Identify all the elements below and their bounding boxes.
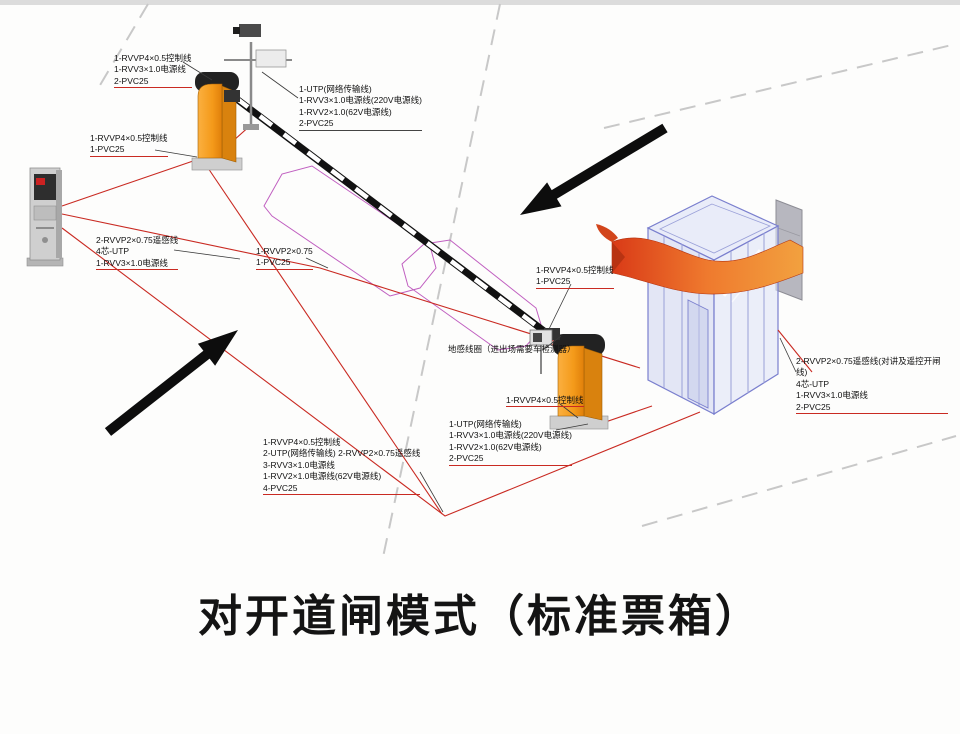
pole-base [243,124,259,130]
cable-label-line: 2-RVVP2×0.75遥感线(对讲及遥控开闸线) [796,356,941,378]
cable-label-line: 1-RVV2×1.0(62V电源线) [299,106,392,117]
cable-label-line: 1-RVVP4×0.5控制线 [506,395,584,408]
cable-reader-to-barrier1 [61,159,197,207]
ribbon-fold [612,242,625,273]
label-camera-cables: 1-UTP(网络传输线) 1-RVV3×1.0电源线(220V电源线) 1-RV… [299,84,422,131]
cable-label-line: 4-PVC25 [263,483,421,496]
cable-label-line: 2-UTP(网络传输线) 2-RVVP2×0.75遥感线 [263,448,421,459]
reader-button [42,237,48,243]
label-ground-loop-note: 地感线圈（进出场需要车检测器） [448,344,576,355]
cable-label-line: 1-RVVP4×0.5控制线 [114,53,192,63]
direction-arrows [104,123,668,436]
cable-label-line: 3-RVV3×1.0电源线 [263,459,335,470]
island-outline-2 [401,239,543,351]
booth-door [687,299,709,409]
cable-label-line: 2-PVC25 [449,453,572,466]
barrier-gate-1 [191,72,243,171]
cable-label-line: 1-PVC25 [536,276,614,289]
cable-label-line: 1-RVV3×1.0电源线 [114,64,186,75]
cable-label-line: 1-RVV3×1.0电源线(220V电源线) [449,430,572,441]
leader-lines [154,61,797,513]
cable-label-line: 1-UTP(网络传输线) [449,419,522,429]
cable-label-line: 1-RVV3×1.0电源线(220V电源线) [299,95,422,106]
cable-label-line: 1-RVVP4×0.5控制线 [536,265,614,275]
cable-label-line: 4芯-UTP [96,246,130,257]
cable-label-line: 1-RVV3×1.0电源线 [796,390,868,401]
reader-screen [34,174,56,200]
label-barrier2-control-cable: 1-RVVP4×0.5控制线 [506,395,584,408]
reader-indicator [36,178,45,185]
barrier1-arm-hinge [224,90,240,102]
label-card-reader-cables: 1-RVVP4×0.5控制线 1-PVC25 [90,133,168,157]
cable-lower-trunk [61,227,701,517]
label-barrier1-top-cables: 1-RVVP4×0.5控制线 1-RVV3×1.0电源线 2-PVC25 [114,53,192,89]
label-left-middle-cables: 2-RVVP2×0.75遥感线 4芯-UTP 1-RVV3×1.0电源线 [96,235,179,271]
label-barrier2-bottom-cables: 1-UTP(网络传输线) 1-RVV3×1.0电源线(220V电源线) 1-RV… [449,419,572,466]
red-ribbon [596,224,804,295]
label-barrier2-top-cables: 1-RVVP4×0.5控制线 1-PVC25 [536,265,614,289]
cable-booth-to-right-labels [777,329,813,373]
arrow-outbound [104,330,239,436]
camera-lens [233,27,240,34]
cable-label-line: 1-RVV2×1.0电源线(62V电源线) [263,471,382,482]
reader-keypad [33,205,57,221]
ticket-booth [646,195,780,416]
cable-label-line: 1-RVVP2×0.75 [256,246,313,256]
gate-arm [231,94,551,337]
cable-label-line: 2-PVC25 [299,118,422,131]
road-markings [95,3,957,563]
cable-label-line: 1-PVC25 [256,257,313,270]
label-booth-right-cables: 2-RVVP2×0.75遥感线(对讲及遥控开闸线) 4芯-UTP 1-RVV3×… [796,356,948,415]
camera-pole [224,24,292,130]
fill-light-box [255,49,287,68]
cable-label-line: 地感线圈（进出场需要车检测器） [448,344,576,354]
page-top-edge [0,0,960,5]
barrier-gate-2 [544,328,609,430]
diagram-title: 对开道闸模式（标准票箱） [198,592,762,641]
cable-label-line: 1-RVV2×1.0(62V电源线) [449,441,542,452]
label-bottom-trunk-cables: 1-RVVP4×0.5控制线 2-UTP(网络传输线) 2-RVVP2×0.75… [263,437,421,496]
cable-label-line: 1-RVV3×1.0电源线 [96,258,179,271]
card-reader [26,167,64,267]
cable-label-line: 1-PVC25 [90,144,168,157]
island-outline-1 [263,165,437,297]
cable-label-line: 1-RVVP4×0.5控制线 [263,437,341,447]
cable-label-line: 1-RVVP4×0.5控制线 [90,133,168,143]
arrow-inbound [520,123,668,215]
cable-label-line: 1-UTP(网络传输线) [299,84,372,94]
label-center-cables: 1-RVVP2×0.75 1-PVC25 [256,246,313,270]
cable-label-line: 2-PVC25 [114,76,192,89]
vehicle-detector [529,329,553,374]
cable-label-line: 2-RVVP2×0.75遥感线 [96,235,179,245]
camera-icon [239,24,261,37]
cable-barrier1-to-trunk [207,167,443,515]
cable-label-line: 4芯-UTP [796,378,830,389]
cable-label-line: 2-PVC25 [796,402,948,415]
